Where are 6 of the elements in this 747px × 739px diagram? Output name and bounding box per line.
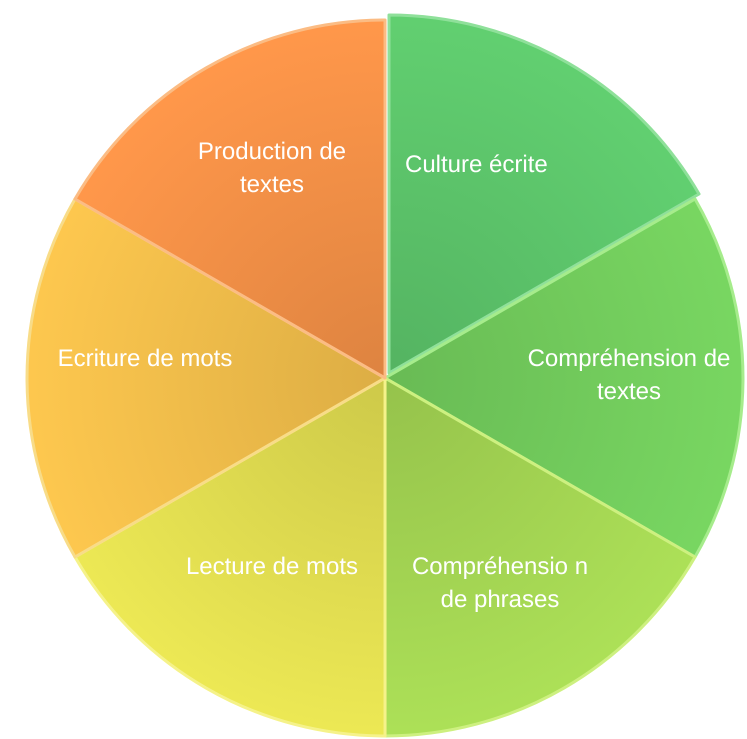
slice-label: Compréhensio n de phrases — [410, 552, 590, 615]
slice-label: Production de textes — [196, 137, 348, 200]
slice-label: Culture écrite — [405, 150, 549, 180]
slice-label: Compréhension de textes — [526, 344, 732, 407]
slice-label: Ecriture de mots — [56, 344, 234, 374]
slice-label: Lecture de mots — [184, 552, 360, 582]
